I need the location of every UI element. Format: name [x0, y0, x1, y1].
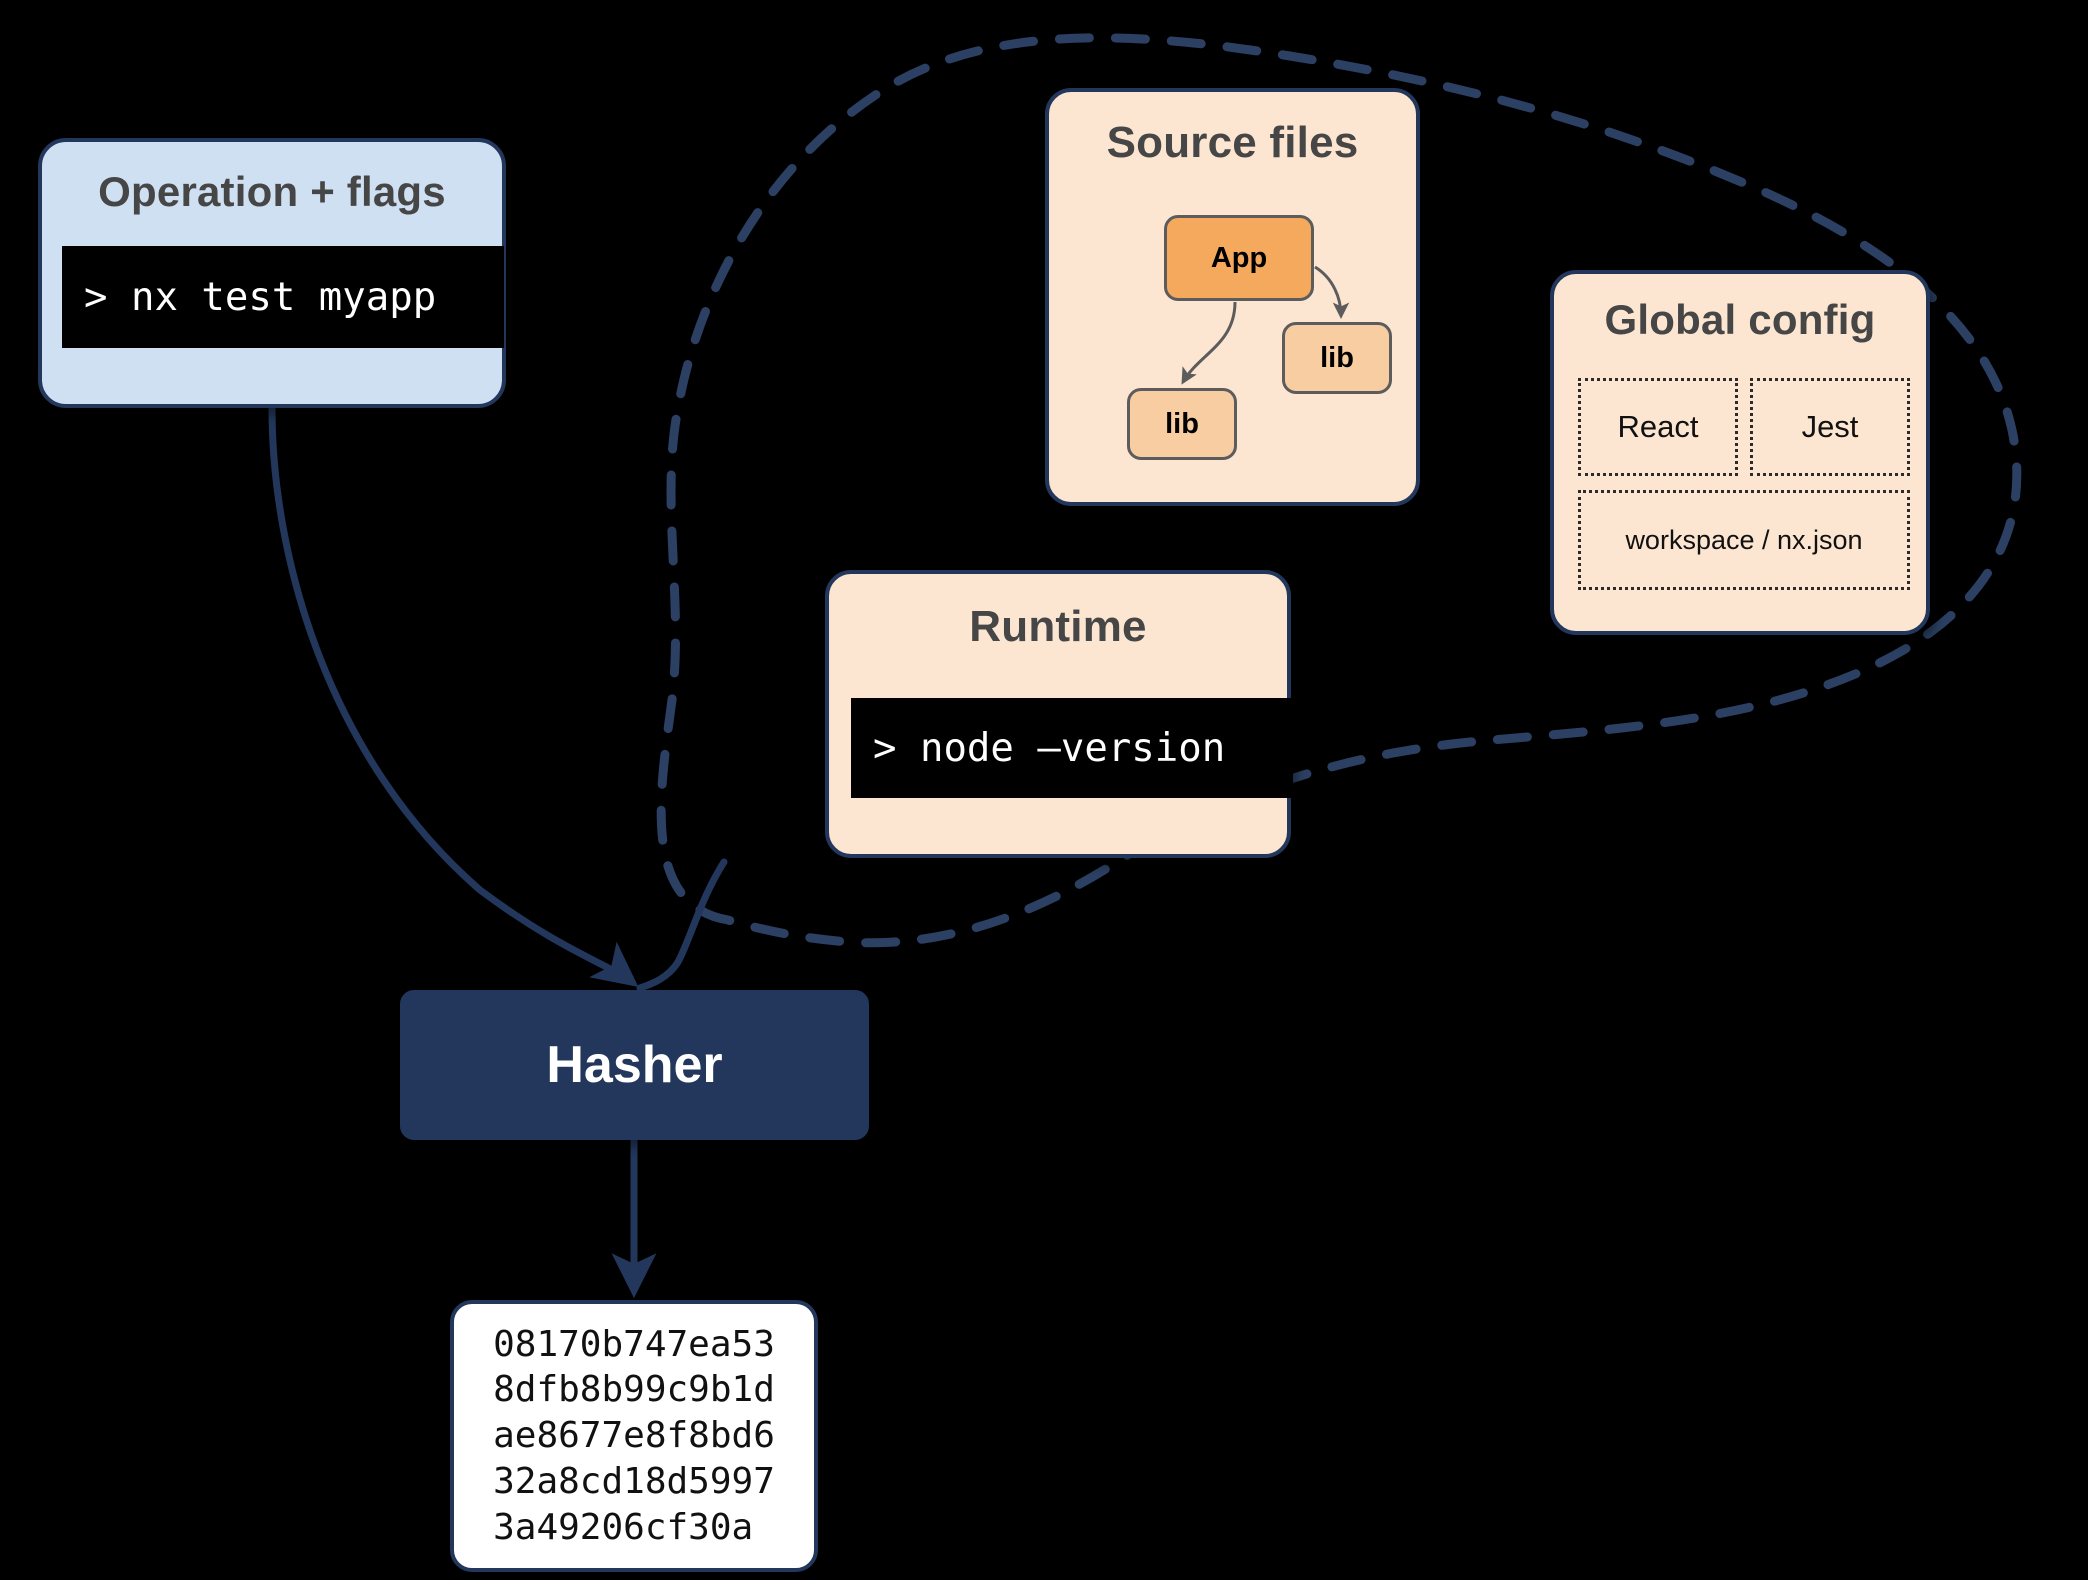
source-node-lib-right-label: lib	[1320, 341, 1354, 374]
hash-output-text: 08170b747ea53 8dfb8b99c9b1d ae8677e8f8bd…	[493, 1323, 775, 1548]
runtime-terminal: > node –version	[851, 698, 1293, 798]
global-config-cell-react: React	[1578, 378, 1738, 476]
global-config-row-top: React Jest	[1578, 378, 1910, 476]
source-files-title: Source files	[1106, 118, 1359, 167]
source-node-app: App	[1164, 215, 1314, 301]
global-config-cell-workspace-label: workspace / nx.json	[1625, 524, 1863, 555]
hasher-node: Hasher	[400, 990, 869, 1140]
global-config-cell-jest: Jest	[1750, 378, 1910, 476]
edge-inputs-to-hasher	[636, 858, 728, 992]
runtime-card: Runtime > node –version	[825, 570, 1293, 858]
global-config-cell-react-label: React	[1617, 409, 1699, 444]
source-files-card: Source files App lib lib	[1045, 88, 1420, 506]
global-config-card: Global config React Jest workspace / nx.…	[1550, 270, 1930, 635]
source-node-lib-left: lib	[1127, 388, 1237, 460]
operation-flags-card: Operation + flags > nx test myapp	[38, 138, 506, 408]
global-config-title: Global config	[1604, 296, 1876, 343]
runtime-command-text: > node –version	[873, 725, 1226, 771]
global-config-cell-workspace: workspace / nx.json	[1578, 490, 1910, 590]
hash-output-card: 08170b747ea53 8dfb8b99c9b1d ae8677e8f8bd…	[450, 1300, 818, 1572]
edge-app-to-lib-right	[1314, 265, 1350, 319]
source-node-lib-left-label: lib	[1165, 407, 1199, 440]
source-node-lib-right: lib	[1282, 322, 1392, 394]
edge-operation-to-hasher	[268, 404, 639, 987]
global-config-grid: React Jest workspace / nx.json	[1578, 378, 1910, 590]
runtime-title: Runtime	[969, 602, 1147, 651]
hasher-label: Hasher	[546, 1036, 723, 1094]
source-node-app-label: App	[1210, 241, 1268, 274]
edge-app-to-lib-left	[1181, 301, 1237, 385]
operation-terminal: > nx test myapp	[62, 246, 504, 348]
operation-flags-title: Operation + flags	[98, 168, 446, 215]
global-config-row-bottom: workspace / nx.json	[1578, 490, 1910, 590]
operation-command-text: > nx test myapp	[84, 274, 437, 320]
global-config-cell-jest-label: Jest	[1801, 409, 1859, 444]
